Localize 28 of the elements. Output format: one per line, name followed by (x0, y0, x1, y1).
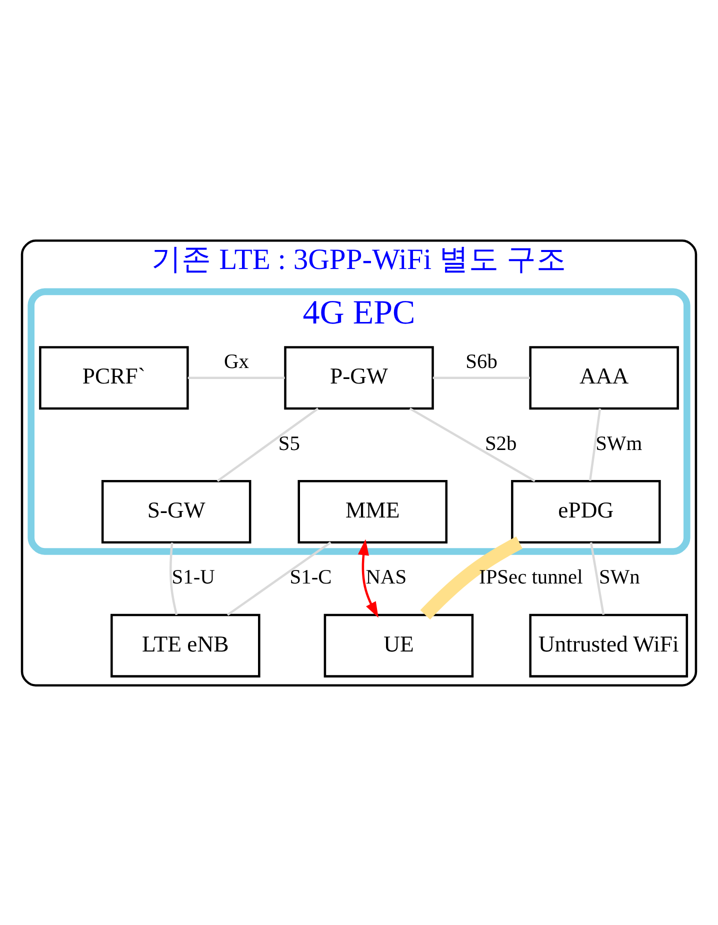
arrow (358, 538, 378, 618)
connector (226, 541, 332, 616)
connector (216, 407, 319, 482)
node-box: AAA (529, 346, 679, 410)
edge-label: S2b (484, 432, 517, 454)
edge-label: S1-C (290, 566, 332, 588)
node-box: MME (298, 480, 448, 544)
connector (420, 536, 523, 620)
edge-label: S1-U (172, 566, 215, 588)
edge-label: SWn (598, 566, 640, 588)
node-box: LTE eNB (110, 613, 260, 677)
node-box: P-GW (284, 346, 434, 410)
connector (188, 376, 285, 379)
node-box: ePDG (511, 480, 661, 544)
node-box: S-GW (101, 480, 252, 544)
edge-label: S6b (466, 350, 498, 373)
node-box: PCRF` (39, 346, 189, 410)
edge-label: SWm (596, 432, 642, 454)
node-box: UE (324, 613, 474, 677)
edge-label: S5 (278, 432, 300, 454)
edge-label: Gx (224, 350, 249, 373)
node-box: Untrusted WiFi (529, 613, 688, 677)
edge-label: IPSec tunnel (479, 566, 583, 588)
connector (432, 376, 530, 379)
connector (409, 407, 536, 482)
connector (170, 542, 178, 615)
edge-label: NAS (366, 566, 407, 588)
connector (588, 408, 602, 480)
